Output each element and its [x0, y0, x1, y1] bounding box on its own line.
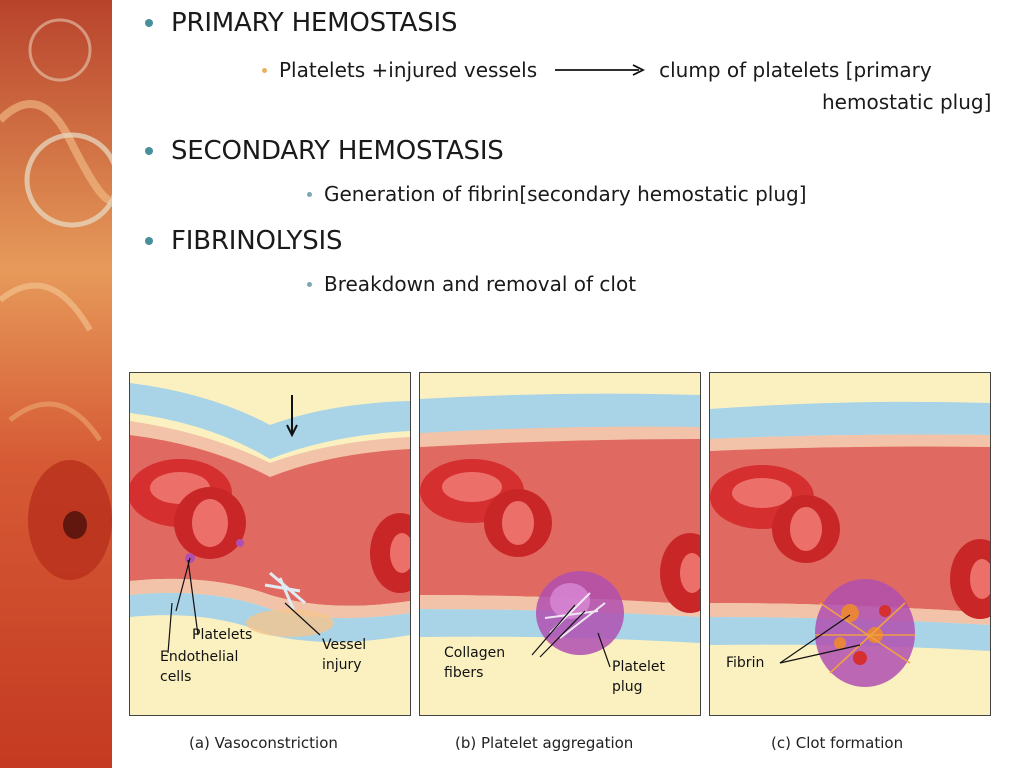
- sub-bullet-dot: [262, 67, 267, 73]
- section-secondary-hemostasis: SECONDARY HEMOSTASIS: [145, 136, 504, 166]
- sub-bullet-dot: [307, 281, 312, 287]
- sub-bullet-dot: [307, 191, 312, 197]
- label-collagen-cont: fibers: [444, 665, 484, 681]
- hemostasis-figure: Platelets Endothelial cells Vessel injur…: [0, 360, 1024, 768]
- caption-vasoconstriction: (a) Vasoconstriction: [189, 734, 338, 752]
- secondary-detail: Generation of fibrin[secondary hemostati…: [324, 182, 807, 206]
- label-endothelial-cont: cells: [160, 669, 192, 685]
- fibrinolysis-detail-line: Breakdown and removal of clot: [307, 272, 636, 296]
- primary-detail-line: Platelets +injured vessels clump of plat…: [262, 58, 932, 82]
- caption-clot-formation: (c) Clot formation: [771, 734, 904, 752]
- right-arrow-icon: [555, 64, 646, 76]
- section-primary-hemostasis: PRIMARY HEMOSTASIS: [145, 8, 457, 38]
- label-fibrin: Fibrin: [726, 655, 765, 671]
- section-heading: FIBRINOLYSIS: [171, 226, 343, 256]
- label-vessel-cont: injury: [322, 657, 362, 673]
- label-vessel: Vessel: [322, 637, 367, 653]
- label-collagen: Collagen: [444, 645, 506, 661]
- panel-vasoconstriction: Platelets Endothelial cells Vessel injur…: [129, 372, 411, 716]
- primary-detail-left: Platelets +injured vessels: [279, 58, 538, 82]
- primary-detail-continuation: hemostatic plug]: [822, 90, 992, 114]
- fibrinolysis-detail: Breakdown and removal of clot: [324, 272, 637, 296]
- panel-platelet-aggregation: Collagen fibers Platelet plug: [419, 372, 701, 716]
- bullet-dot: [145, 237, 153, 245]
- label-platelet-plug-cont: plug: [612, 679, 643, 695]
- secondary-detail-line: Generation of fibrin[secondary hemostati…: [307, 182, 807, 206]
- section-heading: SECONDARY HEMOSTASIS: [171, 136, 504, 166]
- platelet-aggregation-illustration: [420, 373, 700, 715]
- label-endothelial: Endothelial: [160, 649, 239, 665]
- section-fibrinolysis: FIBRINOLYSIS: [145, 226, 343, 256]
- label-platelet-plug: Platelet: [612, 659, 666, 675]
- label-platelets: Platelets: [192, 627, 253, 643]
- panel-clot-formation: Fibrin: [709, 372, 991, 716]
- primary-detail-right: clump of platelets [primary: [659, 58, 932, 82]
- decorative-side-image: [0, 0, 112, 768]
- vasoconstriction-illustration: [130, 373, 410, 715]
- clot-formation-illustration: [710, 373, 990, 715]
- bullet-dot: [145, 19, 153, 27]
- caption-platelet-aggregation: (b) Platelet aggregation: [455, 734, 634, 752]
- bullet-dot: [145, 147, 153, 155]
- bullet-list: PRIMARY HEMOSTASIS Platelets +injured ve…: [0, 0, 1024, 330]
- section-heading: PRIMARY HEMOSTASIS: [171, 8, 458, 38]
